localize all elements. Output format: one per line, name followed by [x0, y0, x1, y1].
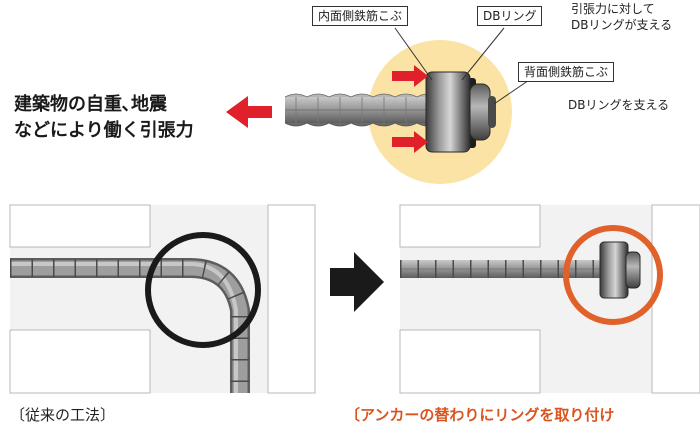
- caption-conventional: 〔従来の工法〕: [10, 406, 116, 424]
- force-line2: などにより働く引張力: [14, 120, 194, 141]
- db-ring-small: [599, 241, 641, 299]
- rebar-top: [284, 93, 436, 127]
- label-back-bump: 背面側鉄筋こぶ: [518, 62, 615, 82]
- db-ring: [425, 71, 496, 153]
- conventional-panel: [9, 204, 316, 394]
- tension-support-line1: 引張力に対して: [571, 2, 655, 16]
- label-db-ring-supports: DBリングを支える: [568, 98, 670, 112]
- label-db-ring: DBリング: [477, 6, 543, 26]
- new-method-panel: [399, 204, 700, 394]
- red-push-arrows: [392, 65, 428, 153]
- transition-arrow: [330, 252, 384, 312]
- rebar-bent: [10, 258, 250, 393]
- caption-new-method: 〔アンカーの替わりにリングを取り付け: [345, 406, 615, 424]
- tension-support-line2: DBリングが支える: [571, 18, 673, 32]
- force-line1: 建築物の自重､地震: [14, 94, 167, 115]
- highlight-circle-new: [563, 225, 663, 325]
- tension-force-text: 建築物の自重､地震 などにより働く引張力: [14, 92, 194, 144]
- highlight-circle-conventional: [145, 232, 261, 348]
- label-inner-bump: 内面側鉄筋こぶ: [312, 6, 409, 26]
- tension-arrow: [226, 96, 272, 128]
